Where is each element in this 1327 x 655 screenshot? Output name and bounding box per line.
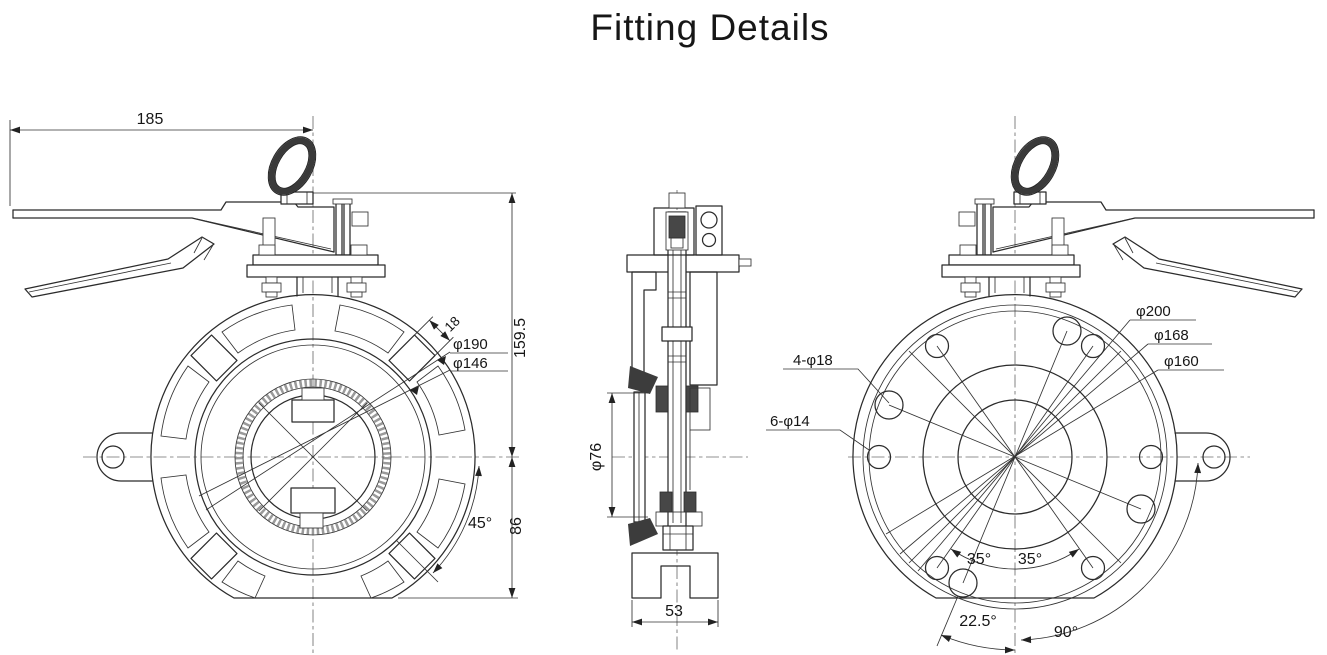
bearing-left bbox=[659, 491, 673, 513]
bottom-nut bbox=[662, 525, 694, 551]
angle-225-arc bbox=[940, 634, 1016, 654]
dim-angle-quarter: 90° bbox=[1054, 624, 1078, 641]
seat-wedge-top bbox=[628, 366, 658, 394]
plate-bolt-head bbox=[350, 244, 368, 256]
rear-pull-ring-icon bbox=[1010, 136, 1060, 196]
seat-section-right bbox=[689, 387, 711, 431]
bolt-hole-18 bbox=[874, 390, 904, 420]
right-lug-hole bbox=[1202, 445, 1226, 469]
latch-plate-section bbox=[695, 205, 723, 256]
gland-left bbox=[655, 385, 669, 413]
slot-lower-left bbox=[190, 532, 238, 580]
bolt-hole-18 bbox=[1052, 316, 1082, 346]
stem-washer bbox=[670, 237, 684, 249]
stem bbox=[667, 211, 687, 531]
dim-large-holes: 4-φ18 bbox=[793, 352, 833, 369]
radial-lines bbox=[885, 319, 1159, 584]
latch-hole bbox=[701, 232, 717, 248]
bolt-hole-14 bbox=[924, 555, 950, 581]
disc-edge-leaders bbox=[198, 351, 451, 511]
mount-plate-bottom bbox=[246, 264, 386, 278]
arc-slots bbox=[160, 304, 466, 599]
dim-inner-diameter: φ146 bbox=[453, 355, 488, 372]
neck bbox=[296, 276, 339, 297]
bottom-flange-section bbox=[631, 552, 719, 599]
flange-bolt bbox=[261, 276, 282, 298]
mount-plate-top bbox=[252, 254, 379, 266]
latch-bar bbox=[343, 202, 351, 256]
dim-slot-width: 18 bbox=[442, 313, 463, 334]
holes18-leader bbox=[783, 368, 890, 404]
handle-grip-blade bbox=[24, 236, 215, 298]
angle-90-arc bbox=[1020, 462, 1202, 644]
dim-body-width: 53 bbox=[665, 603, 683, 620]
right-lug bbox=[1174, 432, 1231, 482]
dim-center-to-bottom: 86 bbox=[508, 517, 525, 535]
seat-band bbox=[235, 379, 391, 535]
dim-small-holes: 6-φ14 bbox=[770, 413, 810, 430]
body-section-right bbox=[689, 271, 718, 386]
angle-45-extension bbox=[395, 539, 439, 583]
latch-hole bbox=[700, 211, 718, 229]
bottom-nut-lines bbox=[663, 526, 693, 550]
dim-flange-diameter: φ190 bbox=[453, 336, 488, 353]
rear-bore-circle bbox=[957, 399, 1073, 515]
side-view: φ76 53 bbox=[588, 190, 752, 652]
leader-arrow-146 bbox=[410, 386, 419, 395]
stem-top bbox=[668, 192, 686, 209]
stem-bands bbox=[668, 291, 686, 363]
bearing-right bbox=[683, 491, 697, 513]
dim-handle-length: 185 bbox=[137, 111, 164, 128]
seat-wedge-bottom bbox=[628, 518, 658, 546]
gland-right bbox=[685, 385, 699, 413]
bolt-hole-18 bbox=[948, 568, 978, 598]
stem-nut bbox=[668, 215, 686, 239]
handle-assembly bbox=[12, 191, 386, 298]
holes14-leader bbox=[766, 429, 870, 451]
dim-outer-diameter: φ200 bbox=[1136, 303, 1171, 320]
angle-45-arc bbox=[432, 465, 482, 574]
body-section-left bbox=[631, 271, 657, 386]
disc-section bbox=[633, 391, 646, 523]
groove-outer-circle bbox=[862, 304, 1168, 610]
dim-slot-angle: 45° bbox=[468, 515, 492, 532]
dim-overall-height: 159.5 bbox=[512, 318, 529, 358]
leader-arrow-190 bbox=[437, 356, 446, 365]
slot-upper-left bbox=[190, 334, 238, 382]
dim-pilot-circle-diameter: φ160 bbox=[1164, 353, 1199, 370]
flange-inner-circle bbox=[200, 344, 426, 570]
front-view: 18 45° 185 159.5 86 bbox=[9, 111, 529, 655]
disc-bottom-hub bbox=[290, 487, 336, 514]
plate-tab bbox=[738, 258, 752, 267]
bolt-hole-14 bbox=[1080, 333, 1106, 359]
dim-bolt-circle-diameter: φ168 bbox=[1154, 327, 1189, 344]
stem-inner-lines bbox=[672, 225, 682, 523]
dim-angle-right: 35° bbox=[1018, 551, 1042, 568]
groove-inner-circle bbox=[868, 310, 1162, 604]
bolt-hole-14 bbox=[924, 333, 950, 359]
disc-top-key bbox=[301, 387, 325, 401]
bolt-hole-14 bbox=[866, 444, 892, 470]
stem-collar bbox=[661, 326, 693, 342]
page-title: Fitting Details bbox=[590, 7, 829, 48]
dim-angle-left: 35° bbox=[967, 551, 991, 568]
seat-outer-circle bbox=[234, 378, 392, 536]
dim-disc-diameter: φ76 bbox=[588, 443, 605, 471]
ring-base bbox=[280, 191, 314, 205]
dim-angle-bottom: 22.5° bbox=[959, 613, 997, 630]
rear-view: φ200 φ168 φ160 4-φ18 6-φ14 35° 35° 22.5°… bbox=[766, 116, 1315, 655]
plate-bolt-head bbox=[258, 244, 276, 256]
pull-ring-icon bbox=[267, 136, 317, 196]
rear-handle-assembly bbox=[941, 191, 1315, 298]
latch-block bbox=[351, 211, 369, 227]
left-lug-hole bbox=[101, 445, 125, 469]
disc-bottom-key bbox=[299, 512, 324, 529]
disc-top-hub bbox=[291, 399, 335, 423]
flange-circle bbox=[194, 338, 432, 576]
angle-225-extension bbox=[936, 595, 959, 647]
left-lug bbox=[96, 432, 153, 482]
latch-bar bbox=[335, 202, 343, 256]
flange-bolt bbox=[346, 276, 367, 298]
